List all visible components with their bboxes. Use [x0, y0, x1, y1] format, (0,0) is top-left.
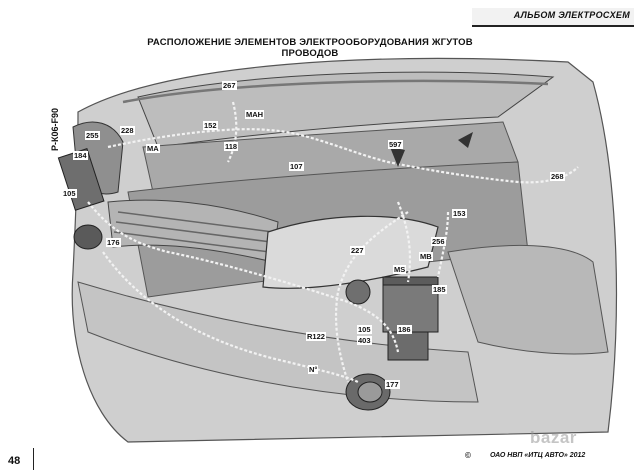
callout-107: 107 [289, 162, 304, 171]
callout-255: 255 [85, 131, 100, 140]
engine-bay-illustration [57, 57, 618, 443]
callout-256: 256 [431, 237, 446, 246]
callout-597: 597 [388, 140, 403, 149]
callout-186: 186 [397, 325, 412, 334]
footer-rule [33, 448, 34, 470]
callout-r122: R122 [306, 332, 326, 341]
callout-mah: МАН [245, 110, 265, 119]
fender-right [447, 244, 609, 355]
wiring-harness [87, 101, 579, 383]
hood-front-edge [122, 79, 549, 104]
callout-185: 185 [432, 285, 447, 294]
callout-267: 267 [222, 81, 237, 90]
callout-118: 118 [224, 142, 239, 151]
headlamp-left-unit [57, 148, 105, 211]
callout-184: 184 [73, 151, 88, 160]
arrow-right [458, 132, 473, 148]
battery [382, 281, 439, 333]
fuse-box [387, 331, 429, 361]
callout-153: 153 [452, 209, 467, 218]
callout-105-left: 105 [62, 189, 77, 198]
callout-152: 152 [203, 121, 218, 130]
callout-268: 268 [550, 172, 565, 181]
page-title: РАСПОЛОЖЕНИЕ ЭЛЕМЕНТОВ ЭЛЕКТРООБОРУДОВАН… [147, 37, 473, 59]
battery-top [382, 276, 439, 286]
callout-403: 403 [357, 336, 372, 345]
publisher-footer: ОАО НВП «ИТЦ АВТО» 2012 [490, 452, 586, 459]
fog-lamp-left [73, 224, 103, 250]
callout-176: 176 [106, 238, 121, 247]
callout-177: 177 [385, 380, 400, 389]
callout-ma: МА [146, 144, 160, 153]
horn [345, 279, 371, 305]
page-number: 48 [8, 455, 21, 467]
callout-227: 227 [350, 246, 365, 255]
callout-number-sign: N° [308, 365, 319, 374]
callout-ms: MS [393, 265, 407, 274]
copyright-icon: © [465, 451, 471, 460]
watermark-logo: bazar [530, 428, 577, 447]
callout-228: 228 [120, 126, 135, 135]
bumper [77, 281, 479, 403]
callout-mb: МВ [419, 252, 433, 261]
arrow-597 [390, 147, 405, 167]
fog-lamp-right-lens [357, 381, 383, 403]
album-title: АЛЬБОМ ЭЛЕКТРОСХЕМ [513, 10, 630, 20]
header-bar [472, 8, 634, 27]
callout-105-right: 105 [357, 325, 372, 334]
